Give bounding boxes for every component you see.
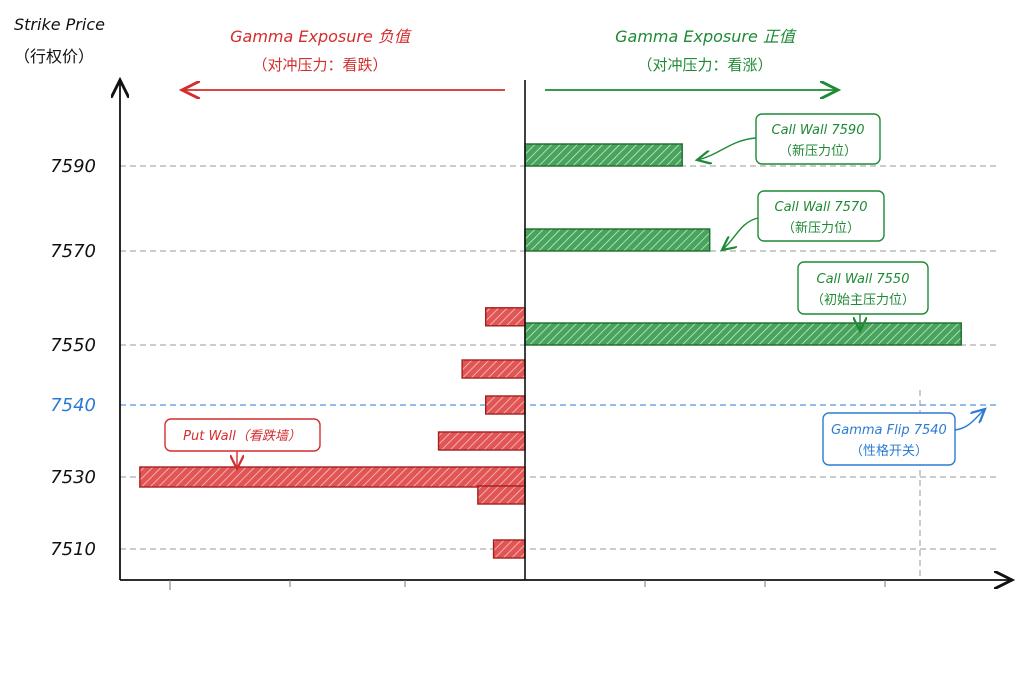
tick-label-7590: 7590	[50, 156, 96, 177]
negative-bar-7540	[485, 395, 526, 415]
tick-label-7540: 7540	[50, 395, 96, 416]
right-header-subtitle: （对冲压力：看涨）	[637, 56, 772, 74]
negative-bar-7525	[477, 485, 526, 505]
svg-text:（新压力位）: （新压力位）	[782, 220, 860, 236]
x-axis-ticks	[169, 580, 886, 590]
positive-bar-7550	[524, 322, 962, 346]
negative-bar-7556	[485, 307, 526, 327]
tick-label-7550: 7550	[50, 335, 96, 356]
annotation-gamma-flip: Gamma Flip 7540 （性格开关）	[822, 409, 985, 466]
y-axis-title: Strike Price	[14, 15, 105, 34]
y-axis-title-zh: （行权价）	[14, 47, 94, 66]
negative-bar-7535	[437, 431, 526, 451]
tick-label-7570: 7570	[50, 241, 96, 262]
svg-text:Gamma Flip 7540: Gamma Flip 7540	[831, 423, 947, 438]
negative-bar-7530	[139, 466, 526, 488]
y-axis-tick-labels: 7590 7570 7550 7540 7530 7510	[50, 156, 96, 560]
svg-text:（新压力位）: （新压力位）	[779, 143, 857, 159]
tick-label-7530: 7530	[50, 467, 96, 488]
svg-text:Call Wall 7570: Call Wall 7570	[775, 200, 868, 215]
svg-text:Call Wall 7590: Call Wall 7590	[772, 123, 865, 138]
left-header-subtitle: （对冲压力：看跌）	[252, 56, 387, 74]
negative-bar-7510	[492, 539, 526, 559]
svg-text:（性格开关）: （性格开关）	[850, 443, 928, 459]
tick-label-7510: 7510	[50, 539, 96, 560]
annotation-call-wall-7550: Call Wall 7550 （初始主压力位）	[797, 261, 929, 331]
annotation-call-wall-7590: Call Wall 7590 （新压力位）	[697, 113, 881, 164]
annotation-call-wall-7570: Call Wall 7570 （新压力位）	[722, 190, 885, 250]
left-header-title: Gamma Exposure 负值	[230, 27, 412, 46]
annotation-put-wall: Put Wall（看跌墙）	[164, 418, 321, 469]
positive-bar-7590	[524, 143, 683, 167]
right-header-title: Gamma Exposure 正值	[615, 27, 797, 46]
svg-text:Call Wall 7550: Call Wall 7550	[817, 272, 910, 287]
negative-bar-7546	[461, 359, 526, 379]
svg-text:（初始主压力位）: （初始主压力位）	[811, 293, 915, 308]
svg-text:Put Wall（看跌墙）: Put Wall（看跌墙）	[183, 428, 301, 444]
positive-bar-7570	[524, 228, 711, 252]
